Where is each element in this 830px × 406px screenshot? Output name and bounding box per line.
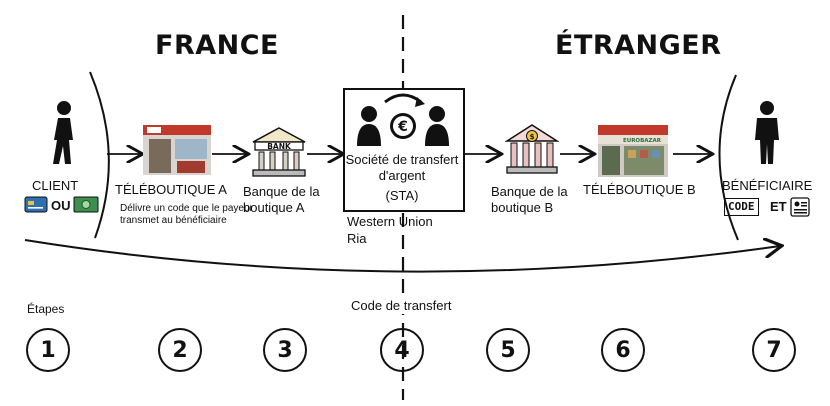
shopfront-icon: [143, 125, 211, 175]
step-circle-4: 4: [380, 328, 424, 372]
beneficiary-label: BÉNÉFICIAIRE: [722, 178, 813, 193]
code-box: CODE: [724, 198, 759, 216]
step-circle-6: 6: [601, 328, 645, 372]
transfer-code-label: Code de transfert: [350, 298, 453, 314]
and-label: ET: [770, 199, 787, 214]
person-icon: [53, 101, 73, 164]
shopfront-b-icon: EUROBAZAR: [598, 125, 668, 177]
right-boundary-curve: [718, 74, 739, 241]
card-icon: [24, 196, 48, 213]
left-boundary-curve: [89, 71, 110, 239]
step-circle-7: 7: [752, 328, 796, 372]
region-title-france: FRANCE: [155, 30, 279, 61]
step-circle-1: 1: [26, 328, 70, 372]
client-label: CLIENT: [32, 178, 79, 193]
person-icon: [755, 101, 779, 164]
sta-example-ria: Ria: [347, 231, 367, 246]
step-circle-3: 3: [263, 328, 307, 372]
svg-text:EUROBAZAR: EUROBAZAR: [623, 138, 662, 144]
bank-dollar-icon: $: [505, 124, 559, 174]
transfer-code-curve: [24, 240, 780, 273]
step-circle-2: 2: [158, 328, 202, 372]
svg-text:BANK: BANK: [267, 142, 292, 151]
svg-text:$: $: [530, 133, 535, 141]
steps-label: Étapes: [27, 302, 65, 316]
sta-abbr: (STA): [385, 188, 419, 203]
people-transfer-icon: €: [357, 93, 449, 146]
teleboutique-a-title: TÉLÉBOUTIQUE A: [115, 182, 227, 197]
region-title-abroad: ÉTRANGER: [555, 30, 722, 61]
teleboutique-b-title: TÉLÉBOUTIQUE B: [583, 182, 696, 197]
svg-text:€: €: [397, 119, 408, 135]
cash-icon: [73, 196, 99, 213]
teleboutique-a-description: Délivre un code que le payeur transmet a…: [120, 203, 253, 226]
step-circle-5: 5: [486, 328, 530, 372]
sta-label: Société de transfert d'argent: [345, 152, 459, 183]
bank-b-label: Banque de la boutique B: [491, 184, 568, 215]
or-label: OU: [51, 198, 71, 213]
bank-icon: BANK: [252, 127, 306, 177]
bank-a-label: Banque de la boutique A: [243, 184, 320, 215]
id-card-icon: [790, 197, 810, 217]
sta-example-western-union: Western Union: [347, 214, 433, 229]
